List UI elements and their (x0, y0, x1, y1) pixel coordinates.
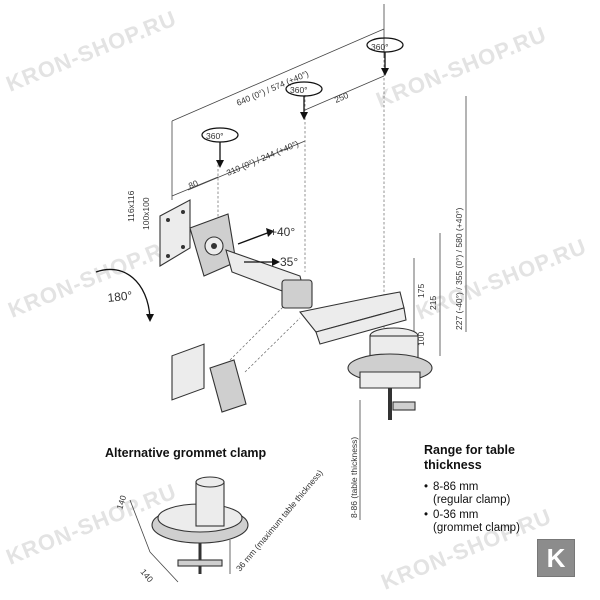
height-dimensions: 227 (-40°) / 355 (0°) / 580 (+40°) 215 1… (349, 96, 467, 520)
first-reach-line (187, 140, 306, 191)
rotation-arrow (95, 268, 151, 319)
range-value: 8-86 mm (433, 481, 479, 493)
range-note: (grommet clamp) (433, 522, 520, 534)
watermark-3: KRON-SHOP.RU (5, 231, 183, 322)
height-label: 227 (-40°) / 355 (0°) / 580 (+40°) (454, 207, 464, 330)
watermark-1: KRON-SHOP.RU (3, 5, 181, 96)
vesa-plate (159, 199, 191, 267)
clamp-body (359, 371, 421, 389)
range-item: • 0-36 mm (grommet clamp) (424, 509, 574, 535)
alt-width-line (149, 551, 179, 583)
plate-label: 116x116 (126, 190, 136, 222)
tilt-down-label: 35° (280, 255, 298, 269)
range-note: (regular clamp) (433, 494, 511, 506)
rotation-label: 180° (107, 288, 133, 305)
offset-label: 80 (187, 178, 200, 191)
swivel-label-top: 360° (371, 42, 389, 52)
mid-reach-label: 250 (333, 90, 350, 105)
swivel-icon: 360° (285, 81, 323, 120)
grommet-column (195, 481, 225, 527)
mid-reach-line (304, 75, 385, 111)
ghost-plate (171, 343, 205, 401)
alt-thickness-label: 36 mm (maximum table thickness) (234, 468, 325, 574)
monitor-arm: +40° 35° 180° (95, 199, 433, 420)
range-list: • 8-86 mm (regular clamp) • 0-36 mm (gromm… (424, 481, 574, 537)
bullet: • (424, 509, 429, 521)
range-title: Range for table thickness (424, 443, 515, 472)
grommet-plate-bottom (177, 559, 223, 567)
clamp-handle (392, 401, 416, 411)
watermark-2: KRON-SHOP.RU (373, 21, 551, 112)
watermark-4: KRON-SHOP.RU (413, 233, 591, 324)
bullet: • (424, 481, 429, 493)
elbow-joint (281, 279, 313, 309)
alt-depth-label: 140 (114, 494, 128, 511)
tilt-up-arrow (237, 231, 271, 245)
swivel-icon: 360° (201, 127, 239, 168)
grommet-clamp-drawing: 140 140 36 mm (maximum table thickness) (114, 468, 324, 585)
logo-letter: K (546, 542, 566, 573)
range-item: • 8-86 mm (regular clamp) (424, 481, 574, 507)
column-label: 175 (416, 284, 426, 298)
vesa1-label: 100x100 (141, 197, 151, 230)
clamp-thickness-label: 8-86 (table thickness) (349, 437, 359, 518)
first-reach-label: 310 (0°) / 244 (+40°) (225, 138, 300, 178)
ghost-tilt-joint (209, 359, 247, 413)
swivel-label-mid: 360° (290, 85, 308, 95)
pole-height-label: 215 (428, 296, 438, 310)
alt-depth-line (129, 499, 151, 553)
offset-line (171, 176, 219, 197)
swivel-indicators: 360° 360° 360° (201, 37, 404, 168)
swivel-label-low: 360° (206, 131, 224, 141)
range-value: 0-36 mm (433, 509, 479, 521)
swivel-icon: 360° (366, 37, 404, 76)
overall-reach-line (171, 28, 385, 122)
upper-arm (299, 291, 405, 333)
alt-clamp-title: Alternative grommet clamp (105, 446, 267, 460)
upper-arm-side (315, 307, 407, 345)
base-label: 100 (416, 332, 426, 346)
tilt-up-label: +40° (270, 225, 295, 239)
brand-logo: K (537, 539, 575, 577)
alt-width-label: 140 (138, 567, 155, 585)
arm-ghost-lines (229, 299, 301, 373)
